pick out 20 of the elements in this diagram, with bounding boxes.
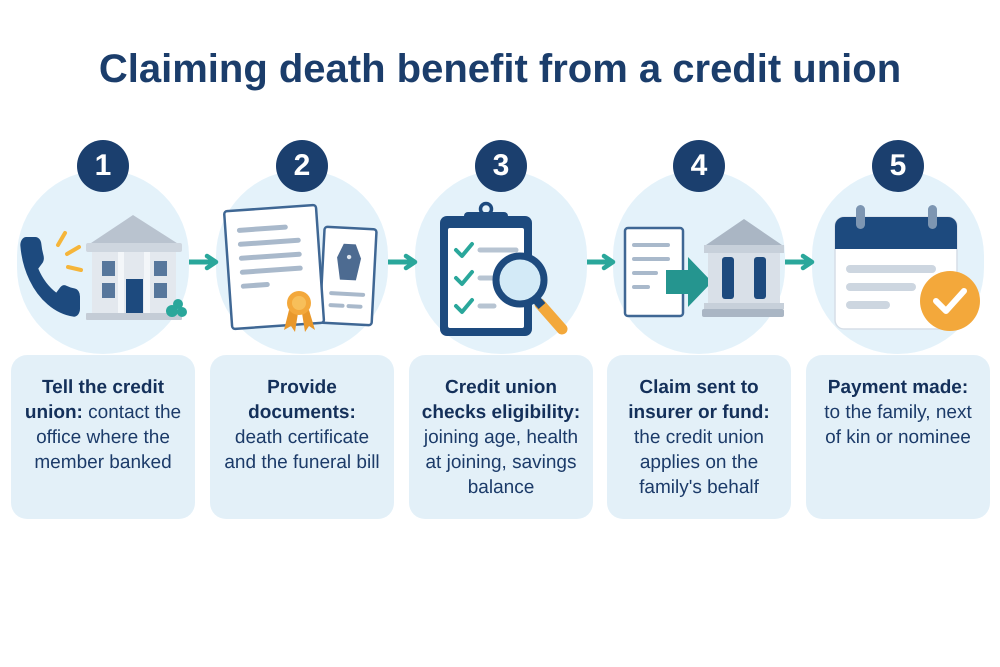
step-card [210, 355, 394, 519]
step-number-badge: 2 [276, 140, 328, 192]
arrow [388, 254, 418, 270]
arrow [785, 254, 814, 270]
step-number-badge: 1 [77, 140, 129, 192]
step-number-badge: 5 [872, 140, 924, 192]
step-description: Tell the credit union: contact the office where the member banked [24, 376, 182, 475]
step-number-badge: 3 [475, 140, 527, 192]
arrow [587, 254, 616, 270]
step-card [409, 355, 593, 519]
step-card [806, 355, 990, 519]
step-card [11, 355, 195, 519]
step-description: Claim sent to insurer or fund: the credit union applies on the family's behalf [627, 376, 771, 500]
step-description: Credit union checks eligibility: joining age, health at joining, savings balance [421, 376, 581, 500]
step-description: Payment made: to the family, next of kin or nominee [823, 376, 973, 450]
arrow [189, 254, 218, 270]
title: Claiming death benefit from a credit union [98, 46, 902, 93]
step-number-badge: 4 [673, 140, 725, 192]
step-description: Provide documents: death certificate and the funeral bill [223, 376, 381, 475]
step-card [607, 355, 791, 519]
